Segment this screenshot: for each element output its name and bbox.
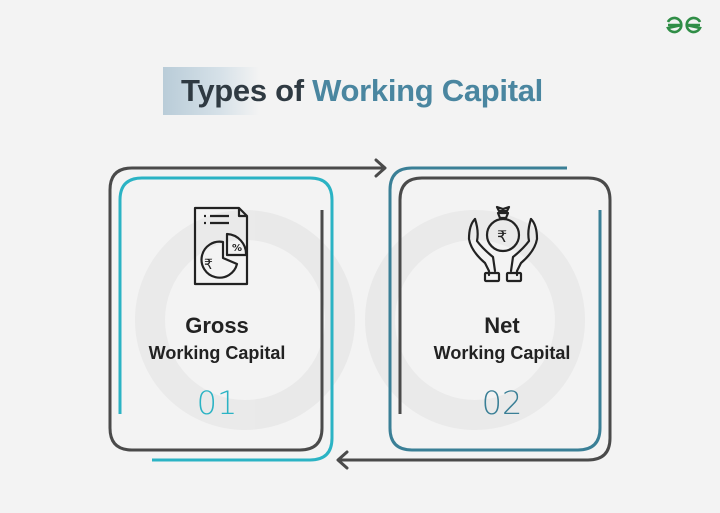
title-part-types-of: Types of bbox=[181, 73, 304, 108]
right-dark-frame bbox=[338, 176, 612, 462]
right-teal-frame bbox=[388, 166, 602, 452]
svg-text:₹: ₹ bbox=[497, 227, 507, 246]
svg-text:%: % bbox=[232, 243, 242, 254]
card-net: Net Working Capital 02 bbox=[402, 313, 602, 421]
hands-holding-money-bag-rupee-icon: ₹ bbox=[467, 205, 539, 283]
title-part-working-capital: Working Capital bbox=[312, 73, 543, 108]
card-subtitle: Working Capital bbox=[148, 343, 286, 363]
page-title: Types of Working Capital bbox=[163, 67, 563, 115]
left-dark-frame bbox=[108, 166, 384, 452]
left-teal-frame bbox=[118, 176, 334, 462]
arrow-left-icon bbox=[336, 450, 349, 470]
document-pie-chart-rupee-icon: % ₹ bbox=[193, 206, 249, 286]
svg-text:₹: ₹ bbox=[204, 257, 213, 273]
card-title: Gross bbox=[185, 313, 249, 338]
watermark-logo bbox=[135, 210, 585, 430]
card-number: 02 bbox=[481, 384, 523, 422]
card-subtitle: Working Capital bbox=[433, 343, 571, 363]
card-number: 01 bbox=[196, 384, 238, 422]
title-highlight bbox=[163, 67, 259, 115]
arrow-right-icon bbox=[374, 158, 387, 178]
geeksforgeeks-logo-icon bbox=[666, 16, 702, 34]
card-title: Net bbox=[484, 313, 520, 338]
card-gross: Gross Working Capital 01 bbox=[117, 313, 317, 421]
